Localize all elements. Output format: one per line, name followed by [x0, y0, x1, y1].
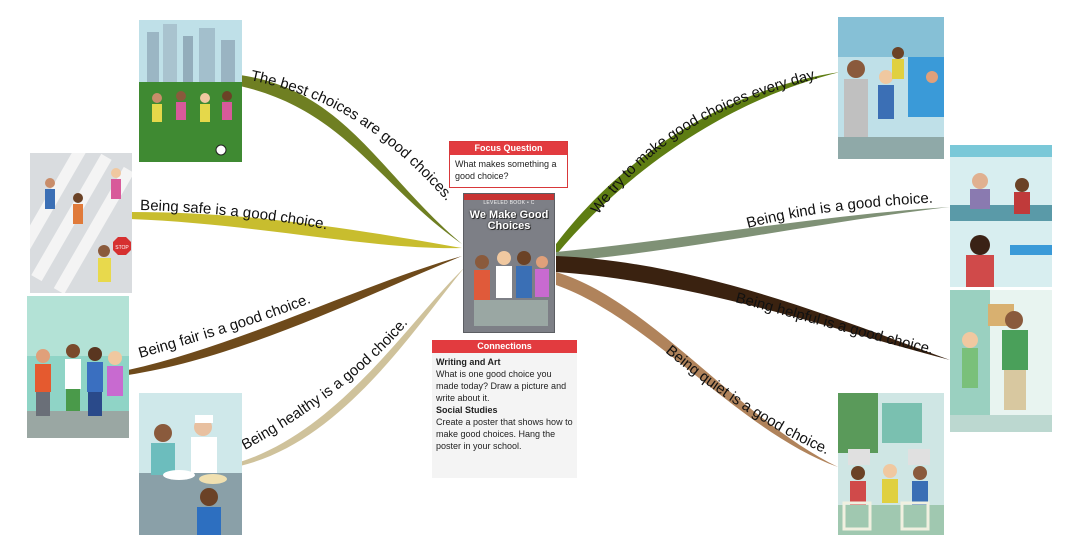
book-cover-art — [474, 251, 549, 326]
focus-question-text: What makes something a good choice? — [455, 159, 557, 181]
illustration-soccer — [139, 20, 242, 162]
branch-label: Being helpful is a good choice. — [734, 289, 935, 358]
illustration-classroom — [950, 145, 1052, 287]
illustration-bus — [838, 17, 944, 159]
branch-fair — [128, 256, 462, 375]
book-cover: LEVELED BOOK • C We Make Good Choices — [463, 193, 555, 333]
illustration-library — [838, 393, 944, 535]
illustration-cafeteria — [139, 393, 242, 535]
connections-box: Connections Writing and Art What is one … — [432, 340, 577, 478]
branch-helpful — [556, 256, 950, 360]
stop-sign-text: STOP — [115, 245, 129, 251]
connections-heading: Connections — [432, 340, 577, 353]
branch-label: We try to make good choices every day. — [588, 66, 820, 218]
branch-kind — [556, 207, 950, 262]
illustration-crosswalk: STOP — [30, 153, 132, 293]
illustration-friends — [27, 296, 129, 438]
branch-safe — [130, 212, 462, 249]
illustration-helping — [950, 290, 1052, 432]
connection-text: Create a poster that shows how to make g… — [436, 417, 573, 451]
connection-heading: Writing and Art — [436, 357, 501, 367]
focus-question-heading: Focus Question — [450, 142, 567, 155]
branch-label: Being quiet is a good choice. — [662, 342, 832, 458]
book-title: We Make Good Choices — [469, 209, 549, 232]
connection-text: What is one good choice you made today? … — [436, 369, 567, 403]
connection-heading: Social Studies — [436, 405, 498, 415]
branch-quiet — [556, 272, 838, 467]
book-series: LEVELED BOOK • C — [483, 200, 535, 206]
focus-question-box: Focus Question What makes something a go… — [449, 141, 568, 188]
book-band — [464, 194, 554, 200]
branch-best — [240, 75, 462, 244]
